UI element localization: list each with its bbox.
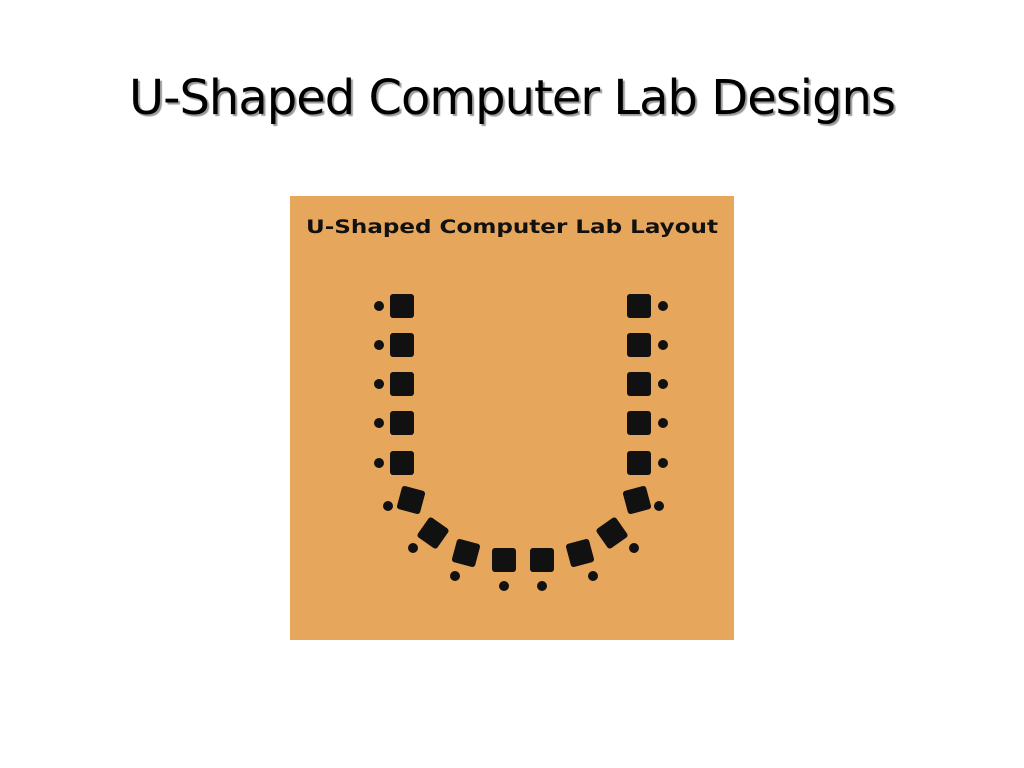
workstation-8 bbox=[451, 538, 481, 568]
workstation-12 bbox=[596, 517, 628, 549]
workstation-5 bbox=[390, 451, 414, 475]
lab-layout-svg: U-Shaped Computer Lab Layout bbox=[290, 196, 734, 640]
workstation-16 bbox=[627, 372, 651, 396]
workstation-11 bbox=[565, 538, 595, 568]
workstation-14 bbox=[627, 451, 651, 475]
seats-group bbox=[374, 301, 668, 591]
workstation-6 bbox=[396, 485, 426, 515]
seat-18 bbox=[658, 301, 668, 311]
workstation-15 bbox=[627, 411, 651, 435]
workstation-4 bbox=[390, 411, 414, 435]
workstation-10 bbox=[530, 548, 554, 572]
seat-16 bbox=[658, 379, 668, 389]
seat-9 bbox=[499, 581, 509, 591]
seat-8 bbox=[450, 571, 460, 581]
seat-2 bbox=[374, 340, 384, 350]
seat-7 bbox=[408, 543, 418, 553]
seat-4 bbox=[374, 418, 384, 428]
seat-3 bbox=[374, 379, 384, 389]
seat-14 bbox=[658, 458, 668, 468]
workstation-9 bbox=[492, 548, 516, 572]
workstation-18 bbox=[627, 294, 651, 318]
seat-15 bbox=[658, 418, 668, 428]
lab-layout-diagram: U-Shaped Computer Lab Layout bbox=[290, 196, 734, 640]
workstation-7 bbox=[417, 517, 449, 549]
slide-title: U-Shaped Computer Lab Designs bbox=[129, 70, 896, 126]
seat-17 bbox=[658, 340, 668, 350]
seat-5 bbox=[374, 458, 384, 468]
seat-11 bbox=[588, 571, 598, 581]
seat-1 bbox=[374, 301, 384, 311]
seat-6 bbox=[383, 501, 393, 511]
workstation-2 bbox=[390, 333, 414, 357]
diagram-title: U-Shaped Computer Lab Layout bbox=[306, 216, 718, 238]
seat-12 bbox=[629, 543, 639, 553]
seat-10 bbox=[537, 581, 547, 591]
diagram-background bbox=[290, 196, 734, 640]
workstation-17 bbox=[627, 333, 651, 357]
workstations-group bbox=[390, 294, 652, 572]
seat-13 bbox=[654, 501, 664, 511]
workstation-3 bbox=[390, 372, 414, 396]
workstation-1 bbox=[390, 294, 414, 318]
workstation-13 bbox=[622, 485, 652, 515]
